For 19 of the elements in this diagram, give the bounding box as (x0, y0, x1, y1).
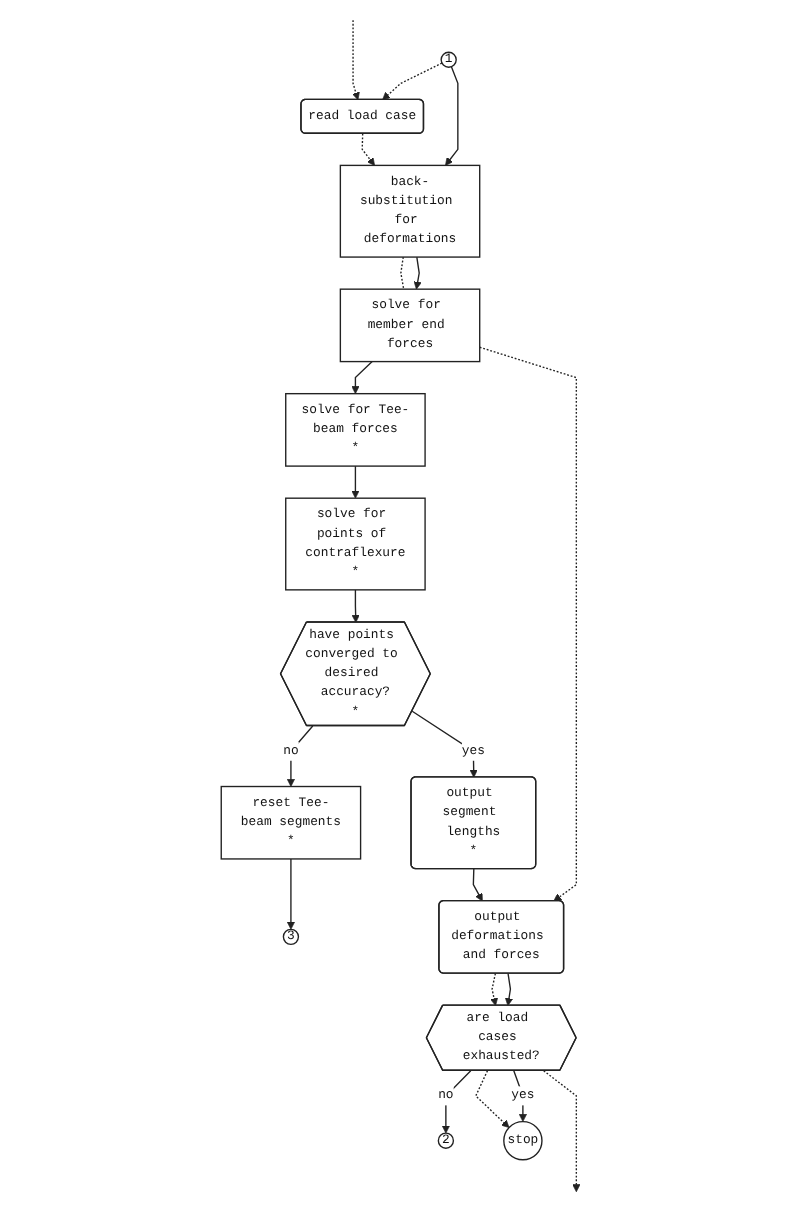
arrow (286, 725, 314, 787)
arrow (472, 868, 483, 902)
arrow (505, 972, 513, 1006)
arrow (361, 133, 375, 166)
arrow (382, 62, 443, 101)
arrow (351, 360, 373, 395)
arrow (445, 66, 459, 166)
arrow (351, 465, 360, 499)
arrow (286, 858, 295, 930)
arrow (411, 710, 478, 778)
arrow (413, 256, 422, 290)
arrow (474, 1070, 510, 1128)
arrow (351, 589, 360, 623)
arrow (490, 972, 498, 1006)
arrow (441, 1070, 472, 1134)
connector (400, 256, 405, 290)
arrow (352, 19, 360, 101)
arrow (543, 1070, 581, 1193)
arrow (479, 346, 578, 902)
